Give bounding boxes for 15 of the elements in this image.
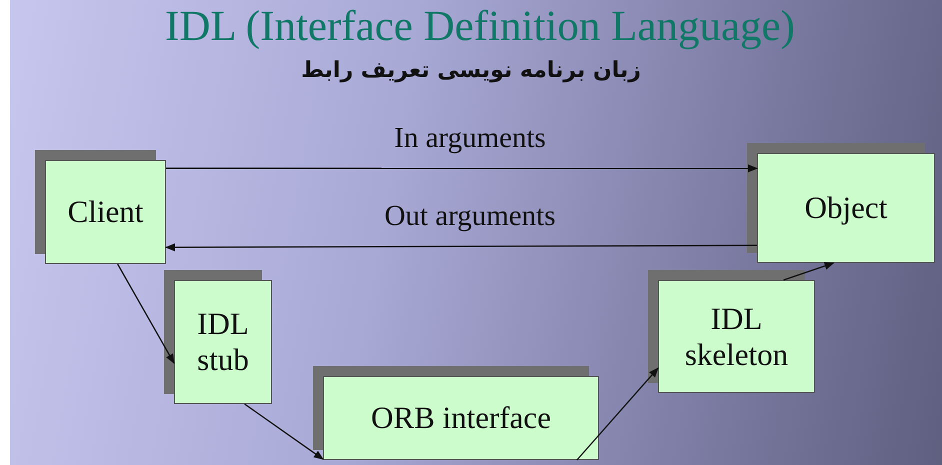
subtitle: زبان برنامه نویسی تعریف رابط bbox=[300, 58, 642, 83]
edge-label: In arguments bbox=[394, 122, 546, 155]
box-label: IDL stub bbox=[196, 306, 250, 378]
box-label: IDL skeleton bbox=[684, 300, 790, 372]
arrow bbox=[244, 403, 324, 460]
arrow bbox=[166, 164, 758, 172]
arrow bbox=[117, 264, 175, 364]
arrow bbox=[783, 262, 834, 281]
slide-title: IDL (Interface Definition Language) bbox=[164, 2, 796, 51]
arrow bbox=[165, 243, 757, 252]
arrow bbox=[576, 367, 659, 460]
box-label: Client bbox=[68, 194, 144, 230]
edge-label: Out arguments bbox=[384, 200, 556, 233]
box-label: ORB interface bbox=[371, 400, 551, 436]
box-label: Object bbox=[804, 190, 888, 226]
